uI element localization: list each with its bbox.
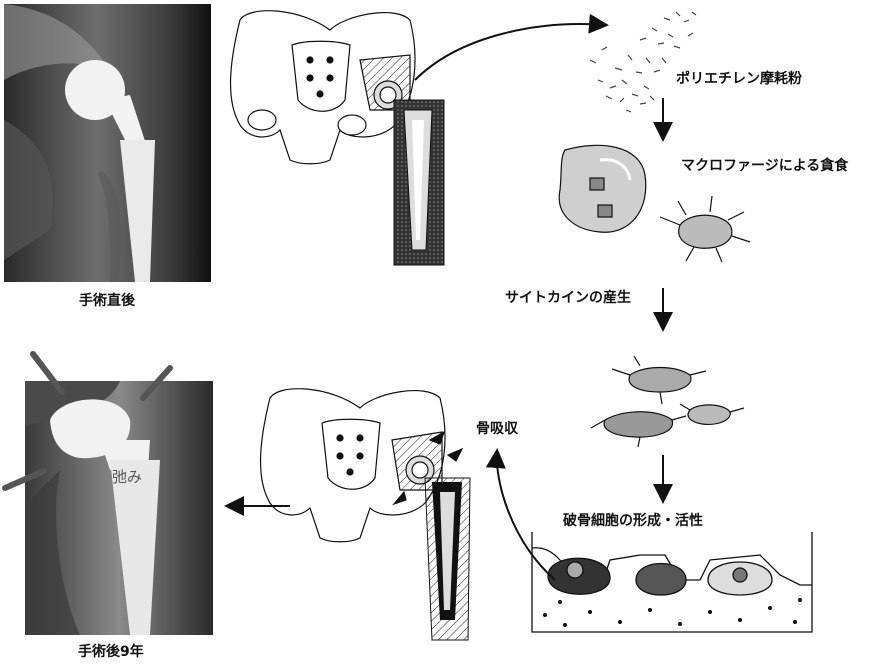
femur-implant-post-op: [394, 100, 444, 265]
label-loosening: 弛み: [112, 466, 142, 487]
macrophage-small: [660, 196, 750, 262]
label-pe-wear: ポリエチレン摩耗粉: [676, 68, 802, 88]
label-phagocytosis: マクロファージによる貪食: [681, 155, 848, 175]
macrophage-large: [559, 145, 646, 232]
arrow-to-wear-particles: [415, 24, 605, 80]
osteoclast-bone-panel: [532, 532, 812, 632]
cytokine-cells: [591, 356, 744, 447]
label-nine-years: 手術後9年: [78, 641, 144, 661]
label-osteoclast: 破骨細胞の形成・活性: [563, 510, 703, 530]
xray-post-op: [4, 4, 211, 282]
wear-particles: [590, 12, 696, 112]
label-post-op: 手術直後: [79, 290, 135, 310]
label-cytokine: サイトカインの産生: [505, 287, 631, 307]
pelvis-implant-post-op: [231, 11, 415, 164]
label-bone-resorption: 骨吸収: [476, 418, 518, 438]
femur-implant-loosening: [425, 478, 470, 640]
xray-nine-years: [25, 381, 213, 635]
